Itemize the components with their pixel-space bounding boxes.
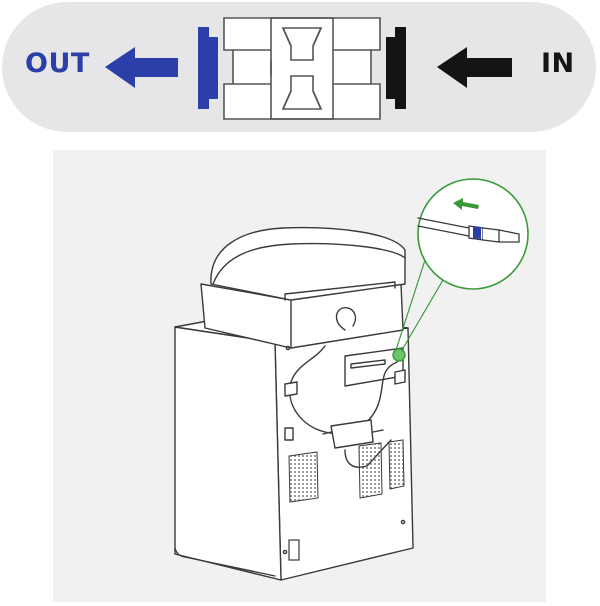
- magnifier-callout-icon: [417, 178, 529, 290]
- in-flange: [386, 27, 406, 109]
- flow-direction-graphic: [105, 17, 512, 120]
- side-service-panel: [288, 539, 300, 561]
- in-label: IN: [541, 48, 575, 79]
- vent-grille-center: [358, 442, 383, 499]
- direction-arrow-icon: [453, 198, 479, 210]
- out-flange: [198, 27, 218, 109]
- out-arrow-icon: [105, 47, 178, 88]
- connector-body: [223, 17, 381, 120]
- device-illustration: [174, 178, 529, 581]
- out-label: OUT: [25, 48, 90, 79]
- vent-grille-left: [288, 451, 319, 503]
- cable-module: [330, 419, 374, 449]
- power-cable: [289, 345, 336, 435]
- cable-loop: [335, 307, 357, 331]
- vent-grille-right: [388, 439, 405, 490]
- illustration-panel: [53, 150, 546, 602]
- in-arrow-icon: [437, 47, 512, 88]
- cabinet-side-face: [174, 326, 282, 581]
- connector-highlight: [392, 348, 406, 362]
